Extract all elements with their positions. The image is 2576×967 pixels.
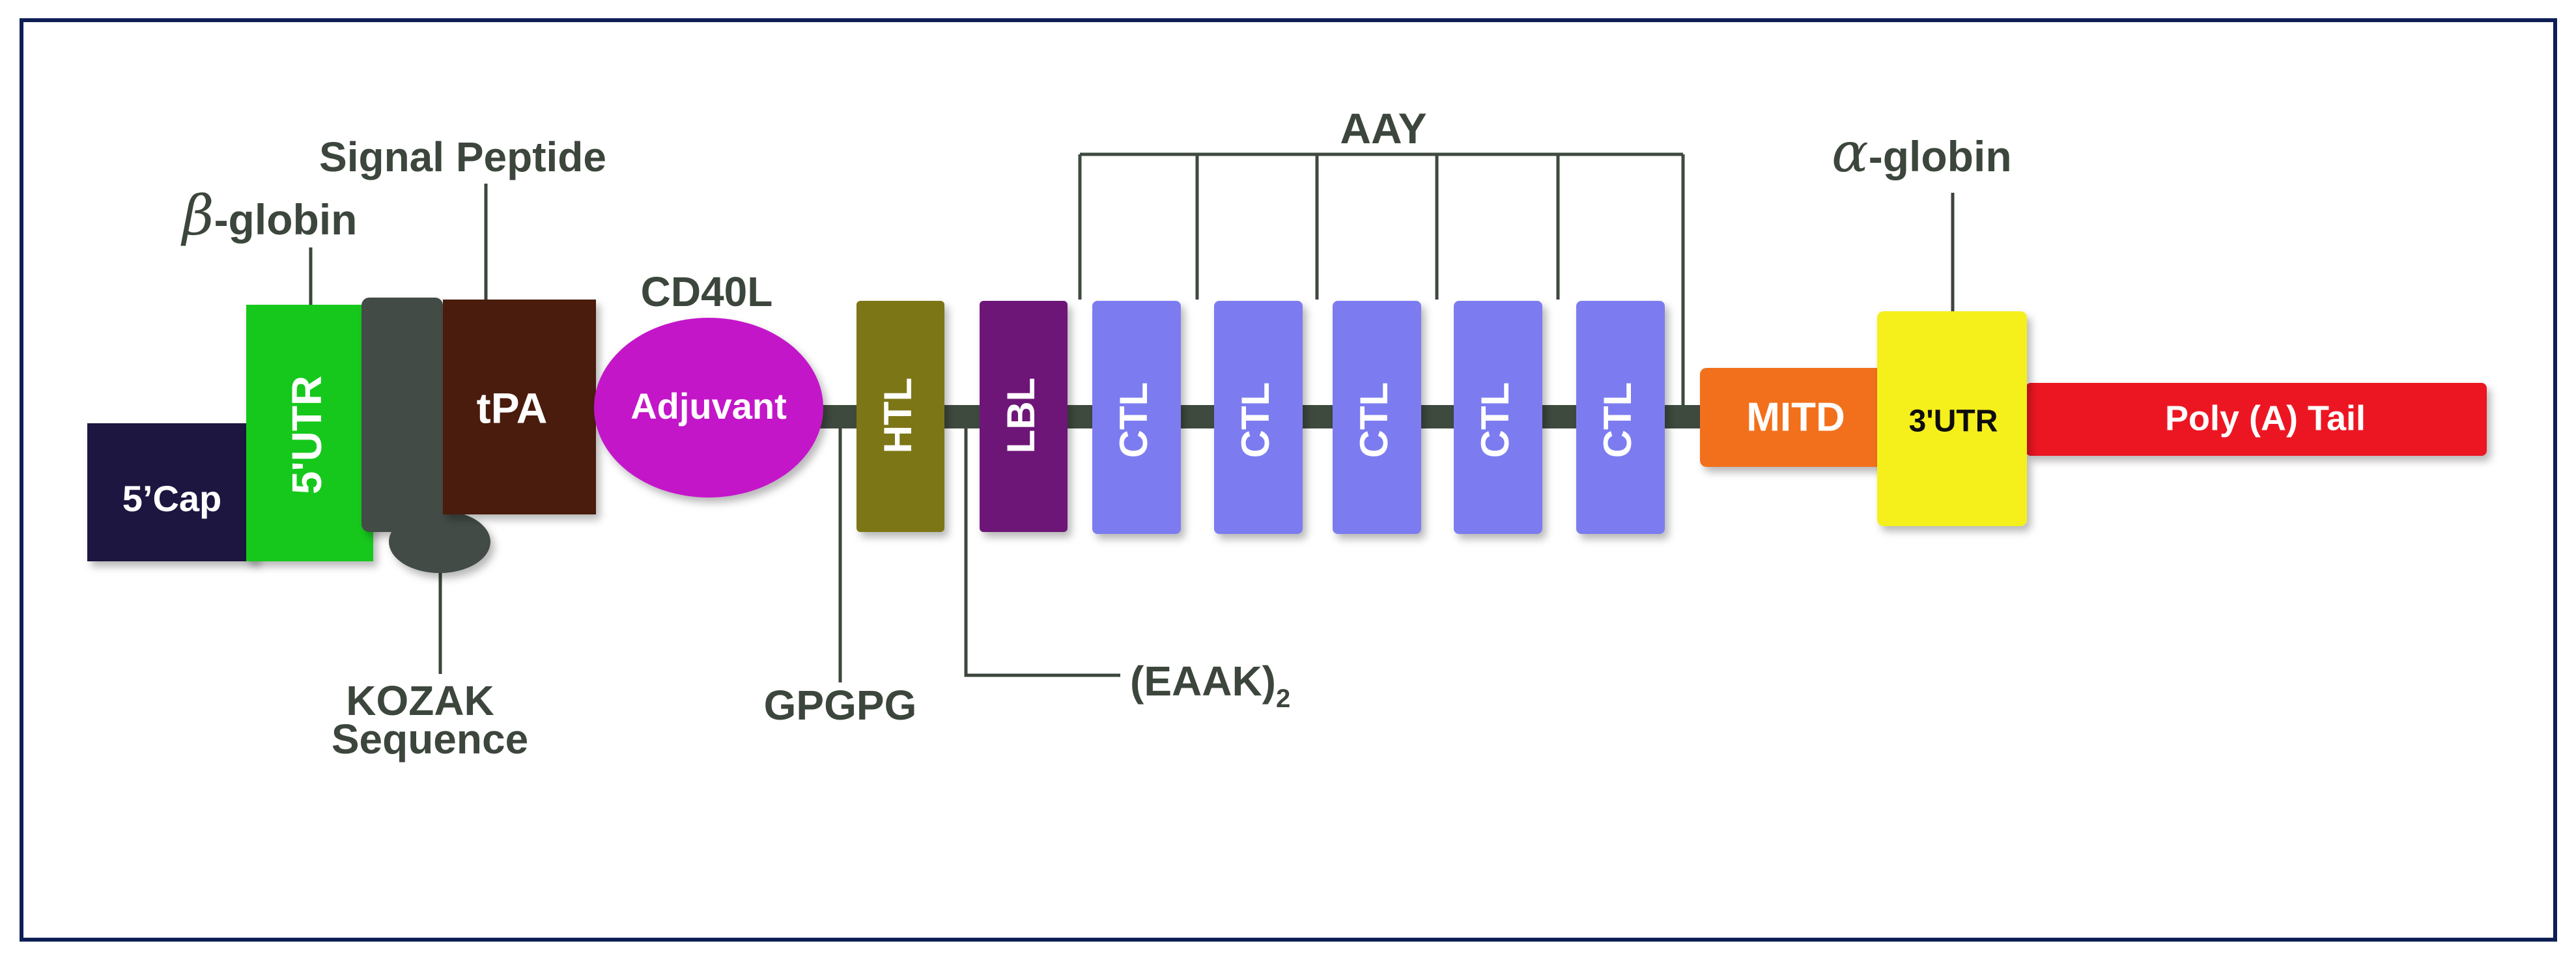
segment-mitd-label: MITD: [1746, 395, 1845, 440]
beta-globin-suffix: -globin: [214, 195, 358, 244]
aay-label: AAY: [1340, 104, 1426, 152]
segment-5utr-label: 5'UTR: [283, 376, 330, 494]
segment-ctl-2: CTL: [1214, 301, 1303, 534]
eaak-leader: [964, 428, 1120, 677]
eaak-label: (EAAK)2: [1130, 658, 1290, 713]
segment-ctl-5: CTL: [1576, 301, 1665, 534]
gpgpg-label: GPGPG: [764, 682, 917, 729]
segment-ctl-label: CTL: [1112, 382, 1155, 458]
segment-adjuvant-label: Adjuvant: [630, 385, 787, 427]
beta-globin-label: β-globin: [180, 184, 357, 247]
eaak-subscript: 2: [1276, 684, 1290, 713]
segment-polya-tail: Poly (A) Tail: [2026, 383, 2487, 456]
segment-ctl-1: CTL: [1092, 301, 1181, 534]
segment-lbl: LBL: [980, 301, 1068, 532]
signal-peptide-label: Signal Peptide: [319, 133, 606, 180]
alpha-symbol: α: [1832, 120, 1869, 184]
segment-ctl-label: CTL: [1234, 382, 1277, 458]
segment-tpa: tPA: [443, 300, 596, 514]
segment-5cap: 5’Cap: [87, 423, 257, 561]
segment-5cap-label: 5’Cap: [122, 478, 222, 519]
segment-ctl-4: CTL: [1454, 301, 1542, 534]
segment-5utr: 5'UTR: [246, 305, 373, 561]
segment-ctl-3: CTL: [1333, 301, 1421, 534]
kozak-element: [361, 298, 490, 573]
alpha-globin-label: α-globin: [1832, 120, 2012, 184]
segment-mitd: MITD: [1700, 368, 1884, 467]
segment-htl: HTL: [856, 301, 944, 532]
aay-bracket: [1078, 152, 1685, 417]
segment-polya-label: Poly (A) Tail: [2165, 399, 2366, 438]
segment-3utr-label: 3'UTR: [1909, 404, 1998, 439]
segment-tpa-label: tPA: [477, 384, 548, 432]
alpha-globin-suffix: -globin: [1869, 132, 2012, 180]
segment-adjuvant: Adjuvant: [594, 318, 823, 498]
segment-ctl-label: CTL: [1596, 382, 1639, 458]
cd40l-label: CD40L: [641, 268, 773, 315]
segment-ctl-label: CTL: [1352, 382, 1396, 458]
beta-symbol: β: [180, 184, 214, 247]
segment-3utr: 3'UTR: [1877, 311, 2027, 526]
segment-htl-label: HTL: [876, 378, 920, 454]
segment-lbl-label: LBL: [999, 378, 1043, 454]
segment-ctl-label: CTL: [1473, 382, 1517, 458]
eaak-text: (EAAK): [1130, 658, 1276, 705]
kozak-label-line1: KOZAK: [346, 677, 494, 724]
kozak-label-line2: Sequence: [332, 716, 528, 763]
